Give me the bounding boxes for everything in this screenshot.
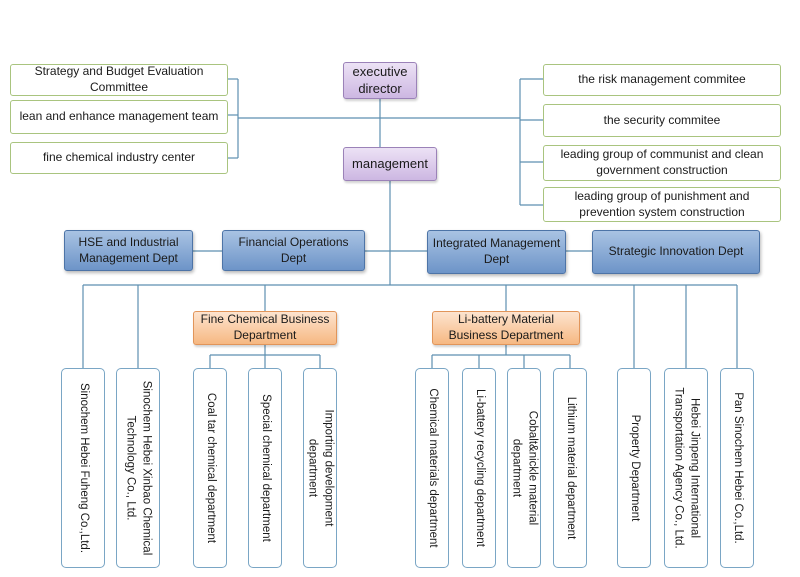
unit-importing-development: Importing development department bbox=[303, 368, 337, 568]
unit-hebei-jinpeng-transportation: Hebei Jinpeng International Transportati… bbox=[664, 368, 708, 568]
unit-li-battery-recycling: Li-battery recycling department bbox=[462, 368, 496, 568]
committee-punishment-prevention: leading group of punishment and preventi… bbox=[543, 187, 781, 222]
business-li-battery-material: Li-battery Material Business Department bbox=[432, 311, 580, 345]
committee-label: fine chemical industry center bbox=[42, 150, 196, 165]
unit-label: Sinochem Hebei Xinbao Chemical Technolog… bbox=[125, 380, 153, 556]
business-label: Fine Chemical Business Department bbox=[200, 312, 330, 342]
unit-label: Special chemical department bbox=[259, 394, 272, 542]
unit-coal-tar-chemical: Coal tar chemical department bbox=[193, 368, 227, 568]
business-label: Li-battery Material Business Department bbox=[448, 312, 564, 342]
committee-communist-clean-government: leading group of communist and clean gov… bbox=[543, 145, 781, 181]
unit-label: Coal tar chemical department bbox=[204, 392, 217, 544]
management-label: management bbox=[352, 155, 428, 171]
committee-label: the risk management commitee bbox=[578, 72, 746, 87]
executive-director-label: executive director bbox=[352, 63, 408, 96]
committee-label: lean and enhance management team bbox=[19, 109, 219, 124]
dept-label: Strategic Innovation Dept bbox=[608, 244, 744, 259]
dept-label: HSE and Industrial Management Dept bbox=[78, 234, 179, 265]
dept-financial-operations: Financial Operations Dept bbox=[222, 230, 365, 271]
committee-label: leading group of punishment and preventi… bbox=[574, 188, 750, 219]
committee-fine-chemical-center: fine chemical industry center bbox=[10, 142, 228, 174]
committee-security: the security commitee bbox=[543, 104, 781, 137]
unit-label: Li-battery recycling department bbox=[473, 389, 486, 547]
unit-label: Pan Sinochem Hebei Co.,Ltd. bbox=[731, 392, 744, 544]
unit-lithium-material: Lithium material department bbox=[553, 368, 587, 568]
unit-pan-sinochem-hebei: Pan Sinochem Hebei Co.,Ltd. bbox=[720, 368, 754, 568]
committee-lean-management: lean and enhance management team bbox=[10, 100, 228, 134]
committee-label: the security commitee bbox=[603, 112, 721, 127]
unit-property-department: Property Department bbox=[617, 368, 651, 568]
dept-strategic-innovation: Strategic Innovation Dept bbox=[592, 230, 760, 274]
management-node: management bbox=[343, 147, 437, 181]
unit-label: Property Department bbox=[628, 414, 641, 522]
unit-label: Importing development department bbox=[307, 409, 335, 527]
committee-label: leading group of communist and clean gov… bbox=[560, 147, 764, 177]
business-fine-chemical: Fine Chemical Business Department bbox=[193, 311, 337, 345]
dept-integrated-management: Integrated Management Dept bbox=[427, 230, 566, 274]
executive-director-node: executive director bbox=[343, 62, 417, 99]
dept-hse-industrial: HSE and Industrial Management Dept bbox=[64, 230, 193, 271]
unit-sinochem-hebei-fuheng: Sinochem Hebei Fuheng Co.,Ltd. bbox=[61, 368, 105, 568]
committee-risk-management: the risk management commitee bbox=[543, 64, 781, 96]
committee-label: Strategy and Budget Evaluation Committee bbox=[34, 64, 204, 94]
unit-label: Hebei Jinpeng International Transportati… bbox=[673, 387, 701, 549]
dept-label: Integrated Management Dept bbox=[432, 236, 561, 266]
unit-label: Chemical materials department bbox=[426, 388, 439, 548]
dept-label: Financial Operations Dept bbox=[238, 234, 349, 265]
unit-cobalt-nickle-material: Cobalt&nickle material department bbox=[507, 368, 541, 568]
unit-label: Sinochem Hebei Fuheng Co.,Ltd. bbox=[77, 382, 90, 554]
unit-sinochem-hebei-xinbao: Sinochem Hebei Xinbao Chemical Technolog… bbox=[116, 368, 160, 568]
unit-special-chemical: Special chemical department bbox=[248, 368, 282, 568]
unit-chemical-materials: Chemical materials department bbox=[415, 368, 449, 568]
committee-strategy-budget: Strategy and Budget Evaluation Committee bbox=[10, 64, 228, 96]
unit-label: Lithium material department bbox=[564, 396, 577, 540]
unit-label: Cobalt&nickle material department bbox=[511, 410, 539, 526]
